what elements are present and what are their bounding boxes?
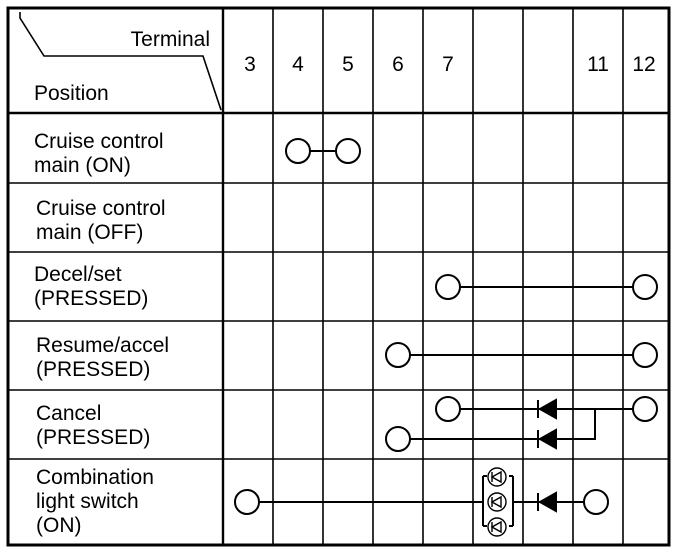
row-label-line: Cruise control (34, 130, 164, 153)
continuity-decel-set (435, 274, 658, 300)
row-label-line: Resume/accel (36, 334, 169, 357)
terminal-node (435, 396, 461, 422)
terminal-node (435, 274, 461, 300)
continuity-cancel (385, 396, 658, 452)
terminal-node (583, 489, 609, 515)
terminal-number: 3 (244, 53, 256, 76)
diode-icon (537, 398, 557, 420)
grid-vertical-lines (221, 8, 624, 545)
row-label-line: Cancel (36, 402, 101, 425)
terminal-number: 6 (392, 53, 404, 76)
continuity-light-switch (234, 467, 609, 537)
row-label-line: (PRESSED) (36, 358, 150, 381)
terminal-node (632, 396, 658, 422)
led-icon (487, 492, 507, 512)
row-label-line: (ON) (36, 514, 82, 537)
diode-icon (537, 491, 557, 513)
row-label-line: light switch (36, 490, 139, 513)
terminal-number: 7 (442, 53, 454, 76)
terminal-node (234, 489, 260, 515)
row-label-line: (PRESSED) (34, 287, 148, 310)
terminal-number: 5 (342, 53, 354, 76)
position-labels: Cruise control main (ON) Cruise control … (34, 130, 169, 537)
led-icon (487, 467, 507, 487)
terminal-number: 12 (632, 53, 655, 76)
row-label-line: Decel/set (34, 263, 122, 286)
terminal-number-row: 3 4 5 6 7 11 12 (244, 53, 656, 76)
row-label-line: Combination (36, 466, 154, 489)
led-icon (487, 517, 507, 537)
terminal-node (385, 426, 411, 452)
terminal-node (285, 138, 311, 164)
position-header-label: Position (34, 82, 109, 105)
terminal-node (385, 342, 411, 368)
continuity-main-on (285, 138, 361, 164)
row-label-line: (PRESSED) (36, 426, 150, 449)
terminal-number: 11 (587, 53, 609, 76)
row-label-line: Cruise control (36, 197, 166, 220)
grid-horizontal-lines (8, 111, 669, 460)
row-label-line: main (OFF) (36, 221, 143, 244)
terminal-header-label: Terminal (131, 28, 210, 51)
connection-line (410, 409, 596, 440)
terminal-node (632, 342, 658, 368)
terminal-node (632, 274, 658, 300)
table-border (6, 6, 671, 547)
continuity-resume-accel (385, 342, 658, 368)
row-label-line: main (ON) (34, 154, 131, 177)
header-diagonal (19, 12, 222, 111)
terminal-number: 4 (292, 53, 304, 76)
terminal-node (335, 138, 361, 164)
diode-icon (537, 428, 557, 450)
